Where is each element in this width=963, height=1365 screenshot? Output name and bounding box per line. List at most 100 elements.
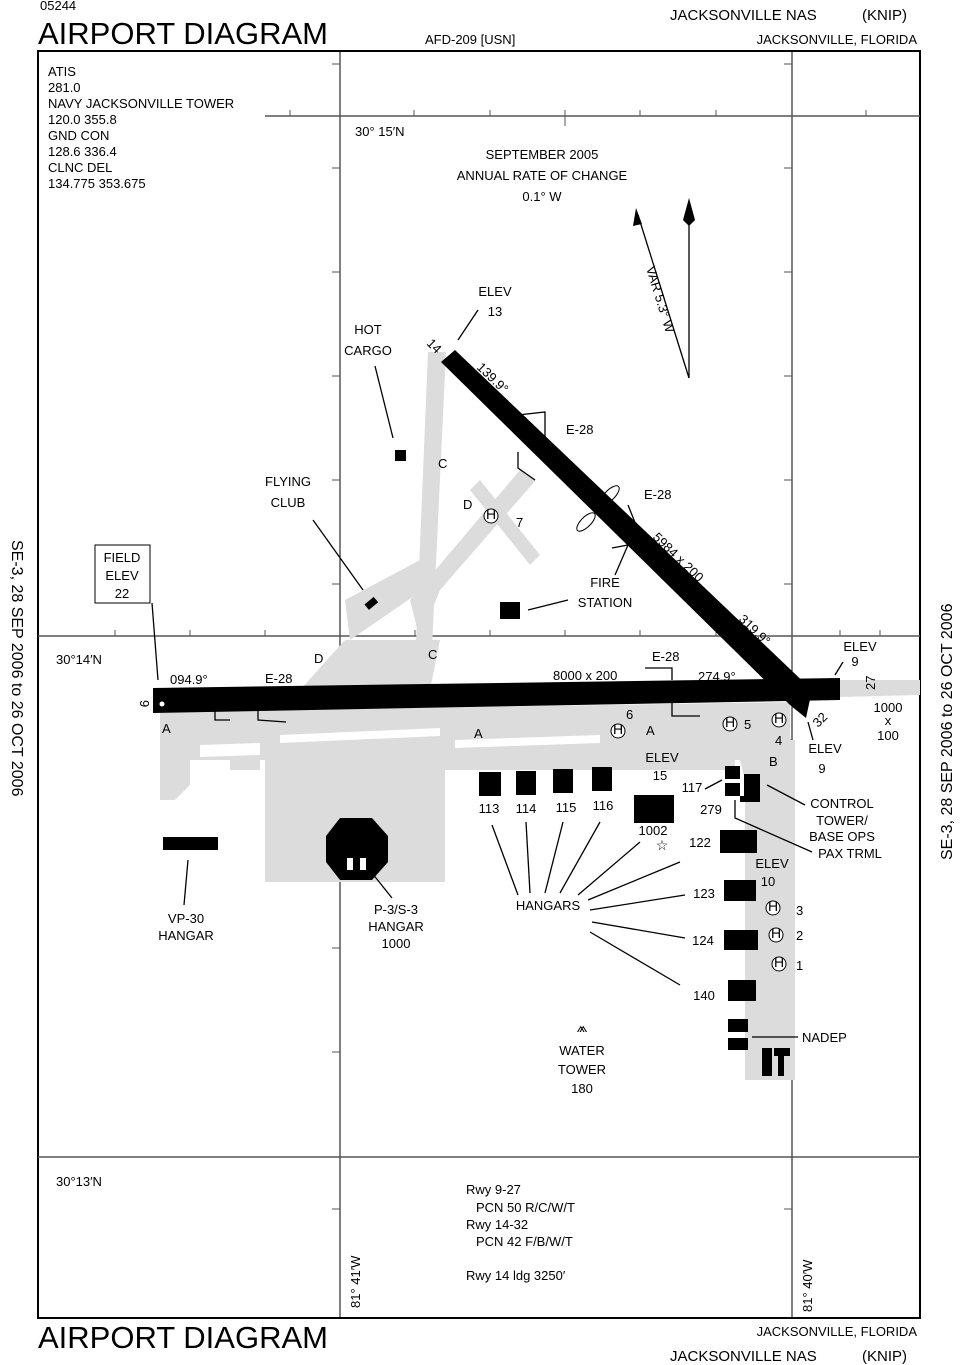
elev-value-9: 9 (818, 761, 825, 776)
svg-text:C: C (428, 647, 437, 662)
airport-city: JACKSONVILLE, FLORIDA (757, 32, 918, 47)
elev-value-10: 10 (761, 874, 775, 889)
runway-9-27-dimensions: 8000 x 200 (553, 668, 617, 683)
runway-end-marker (159, 701, 165, 707)
svg-text:HANGARS: HANGARS (516, 898, 581, 913)
fire-station-building (500, 602, 520, 619)
latitude-label: 30°13′N (56, 1174, 102, 1189)
svg-text:113: 113 (479, 801, 500, 816)
elev-label: ELEV (478, 284, 512, 299)
magnetic-variation: SEPTEMBER 2005 ANNUAL RATE OF CHANGE 0.1… (457, 147, 695, 379)
svg-text:123: 123 (693, 886, 715, 901)
helipad-icon: H (765, 898, 781, 916)
heading-094: 094.9° (170, 672, 208, 687)
elev-value-13: 13 (488, 304, 502, 319)
svg-text:H: H (771, 925, 781, 941)
latitude-label: 30°14′N (56, 652, 102, 667)
hangar-113 (479, 772, 501, 796)
helipad-icon: H (722, 714, 738, 732)
nadep-building (728, 1038, 748, 1050)
svg-text:HANGAR: HANGAR (158, 928, 214, 943)
runway-number-32: 32 (810, 709, 831, 730)
svg-text:E-28: E-28 (644, 487, 671, 502)
svg-text:279: 279 (700, 802, 722, 817)
svg-text:B: B (769, 754, 778, 769)
runway-number-27: 27 (863, 676, 878, 690)
grid-ticks (114, 63, 881, 1210)
airport-ident: (KNIP) (862, 7, 907, 24)
svg-text:4: 4 (775, 733, 782, 748)
footer-airport-ident: (KNIP) (862, 1348, 907, 1365)
svg-text:A: A (162, 721, 171, 736)
heading-274: 274.9° (698, 669, 736, 684)
overrun-width: 100 (877, 728, 899, 743)
svg-text:WATER: WATER (559, 1043, 605, 1058)
magnetic-north-arrow-icon (633, 208, 642, 226)
svg-text:Rwy 14-32: Rwy 14-32 (466, 1217, 528, 1232)
svg-text:2: 2 (796, 928, 803, 943)
water-tower-icon: ⩕ (576, 1019, 587, 1035)
hangar-123 (724, 880, 756, 901)
svg-text:PAX TRML: PAX TRML (818, 846, 882, 861)
svg-text:SEPTEMBER 2005: SEPTEMBER 2005 (486, 147, 599, 162)
svg-text:TOWER: TOWER (558, 1062, 606, 1077)
runway-9-27 (153, 678, 840, 713)
elev-value-15: 15 (653, 768, 667, 783)
svg-text:124: 124 (692, 933, 714, 948)
effective-dates-right: SE-3, 28 SEP 2006 to 26 OCT 2006 (939, 603, 956, 860)
svg-text:Rwy 14 ldg 3250′: Rwy 14 ldg 3250′ (466, 1268, 566, 1283)
nadep-building (778, 1056, 784, 1076)
svg-text:H: H (486, 506, 496, 522)
svg-text:C: C (438, 456, 447, 471)
field-elev-value: 22 (115, 586, 129, 601)
helipad-icon: H (610, 721, 626, 739)
svg-text:BASE OPS: BASE OPS (809, 829, 875, 844)
elev-value-9: 9 (851, 654, 858, 669)
hangar-116 (592, 767, 612, 791)
runway-number-9: 9 (137, 700, 152, 707)
svg-text:ATIS: ATIS (48, 64, 76, 79)
p3-hangar (326, 818, 388, 880)
svg-text:VAR 5.3° W: VAR 5.3° W (643, 264, 678, 335)
svg-text:CLUB: CLUB (271, 495, 306, 510)
elev-label: ELEV (755, 856, 789, 871)
frequency-list: ATIS 281.0 NAVY JACKSONVILLE TOWER 120.0… (48, 64, 234, 191)
hangar-124 (724, 930, 758, 950)
svg-text:H: H (774, 710, 784, 726)
svg-text:E-28: E-28 (265, 671, 292, 686)
svg-text:140: 140 (693, 988, 715, 1003)
svg-text:1002: 1002 (639, 823, 668, 838)
svg-text:A: A (474, 726, 483, 741)
hangar-115 (553, 769, 573, 793)
overrun-x: x (885, 713, 892, 728)
svg-text:H: H (725, 714, 735, 730)
afd-reference: AFD-209 [USN] (425, 32, 515, 47)
svg-text:Rwy 9-27: Rwy 9-27 (466, 1182, 521, 1197)
svg-text:NAVY JACKSONVILLE TOWER: NAVY JACKSONVILLE TOWER (48, 96, 234, 111)
svg-text:PCN 42 F/B/W/T: PCN 42 F/B/W/T (476, 1234, 573, 1249)
effective-dates-left: SE-3, 28 SEP 2006 to 26 OCT 2006 (8, 540, 25, 797)
svg-text:180: 180 (571, 1081, 593, 1096)
svg-text:TOWER/: TOWER/ (816, 813, 868, 828)
footer-title: AIRPORT DIAGRAM (38, 1320, 328, 1355)
svg-text:3: 3 (796, 903, 803, 918)
svg-text:D: D (463, 497, 472, 512)
latitude-label: 30° 15′N (355, 124, 405, 139)
field-elev-label: ELEV (105, 568, 139, 583)
field-elev-label: FIELD (104, 550, 141, 565)
svg-text:STATION: STATION (578, 595, 632, 610)
svg-text:5: 5 (744, 717, 751, 732)
svg-text:134.775 353.675: 134.775 353.675 (48, 176, 146, 191)
svg-text:E-28: E-28 (566, 422, 593, 437)
airport-name: JACKSONVILLE NAS (670, 7, 817, 24)
runway-notes: Rwy 9-27 PCN 50 R/C/W/T Rwy 14-32 PCN 42… (466, 1182, 575, 1283)
hangar-122 (720, 830, 757, 853)
helipad-icon: H (771, 710, 787, 728)
building-117 (725, 766, 740, 779)
arresting-gear: E-28 E-28 E-28 E-28 (214, 411, 700, 723)
svg-text:H: H (768, 898, 778, 914)
building-279 (725, 783, 740, 796)
footer-city: JACKSONVILLE, FLORIDA (757, 1324, 918, 1339)
vp30-hangar (163, 837, 218, 850)
